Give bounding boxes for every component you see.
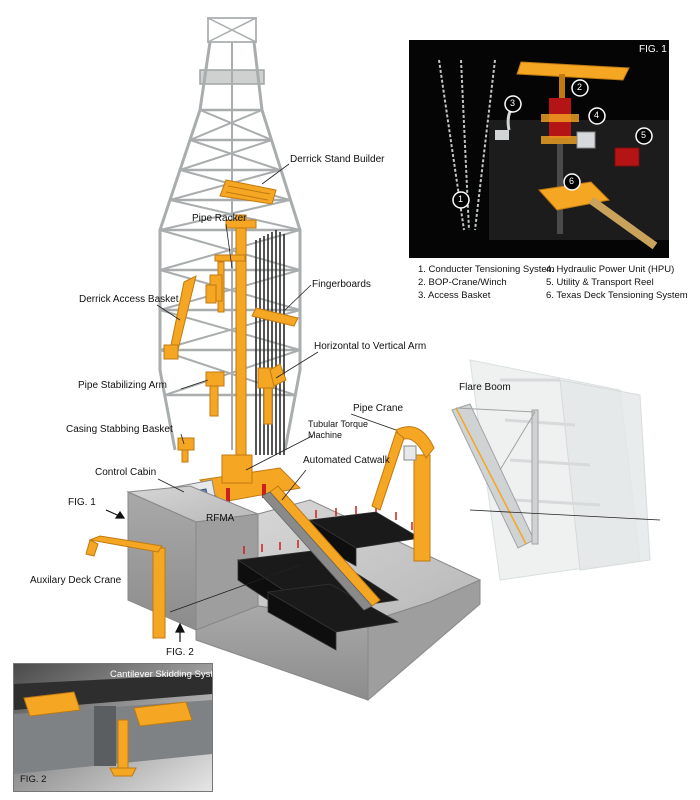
label-tubular-torque-1: Tubular Torque xyxy=(308,419,369,429)
flare-boom xyxy=(451,359,651,581)
label-flare-boom: Flare Boom xyxy=(459,382,511,393)
label-pipe-racker: Pipe Racker xyxy=(192,213,247,224)
leader-lines xyxy=(156,163,661,613)
label-derrick-stand-builder: Derrick Stand Builder xyxy=(290,154,385,165)
label-casing-stabbing-basket: Casing Stabbing Basket xyxy=(66,424,173,435)
fingerboard-plate xyxy=(251,307,299,327)
fig1-legend-right: 4. Hydraulic Power Unit (HPU) 5. Utility… xyxy=(546,264,688,303)
fig1-legend-left: 1. Conducter Tensioning System 2. BOP-Cr… xyxy=(418,264,555,303)
catwalk xyxy=(261,485,381,611)
fig1-marker-3: 3 xyxy=(510,98,516,108)
label-fingerboards: Fingerboards xyxy=(312,279,371,290)
fig1-title: FIG. 1 xyxy=(639,44,667,55)
label-pipe-crane: Pipe Crane xyxy=(353,403,404,414)
legend-item: 5. Utility & Transport Reel xyxy=(546,277,654,288)
fig2-inset: Cantilever Skidding System FIG. 2 xyxy=(13,663,213,792)
hv-arm xyxy=(257,363,287,425)
fig-pointer-arrows xyxy=(105,509,185,642)
aux-deck-crane xyxy=(85,535,166,639)
legend-item: 1. Conducter Tensioning System xyxy=(418,264,555,275)
casing-stabbing-basket xyxy=(177,437,195,463)
label-fig2-pointer: FIG. 2 xyxy=(166,647,194,658)
label-auxiliary-deck-crane: Auxilary Deck Crane xyxy=(30,575,122,586)
label-fig1-pointer: FIG. 1 xyxy=(68,497,96,508)
fig1-marker-4: 4 xyxy=(594,110,600,120)
fig1-markers xyxy=(452,79,653,209)
drill-floor xyxy=(198,454,302,503)
legend-item: 2. BOP-Crane/Winch xyxy=(418,277,507,288)
fig1-inset: FIG. 1 1 2 3 4 5 6 xyxy=(409,40,669,258)
fig2-artwork xyxy=(14,664,212,791)
fig1-marker-5: 5 xyxy=(641,130,647,140)
label-derrick-access-basket: Derrick Access Basket xyxy=(79,294,179,305)
legend-item: 4. Hydraulic Power Unit (HPU) xyxy=(546,264,675,275)
label-automated-catwalk: Automated Catwalk xyxy=(303,455,390,466)
derrick-tower xyxy=(158,17,302,451)
label-rfma: RFMA xyxy=(206,513,235,524)
pipe-crane xyxy=(371,426,435,562)
access-basket-arm xyxy=(163,275,197,360)
fig2-title: Cantilever Skidding System xyxy=(110,669,213,680)
label-hv-arm: Horizontal to Vertical Arm xyxy=(314,341,427,352)
fig1-marker-6: 6 xyxy=(569,176,575,186)
fig1-artwork xyxy=(409,40,669,258)
label-control-cabin: Control Cabin xyxy=(95,467,157,478)
label-tubular-torque-2: Machine xyxy=(308,430,343,440)
fingerboard-pipes xyxy=(255,230,285,455)
stand-builder xyxy=(219,179,277,205)
fig1-marker-2: 2 xyxy=(577,82,583,92)
pipe-racker-structure xyxy=(205,214,257,466)
legend-item: 6. Texas Deck Tensioning System xyxy=(546,290,688,301)
fig2-caption: FIG. 2 xyxy=(20,774,47,785)
legend-item: 3. Access Basket xyxy=(418,290,491,301)
stabilizing-arm xyxy=(205,371,225,417)
fig1-marker-1: 1 xyxy=(458,194,464,204)
label-pipe-stabilizing-arm: Pipe Stabilizing Arm xyxy=(78,380,167,391)
